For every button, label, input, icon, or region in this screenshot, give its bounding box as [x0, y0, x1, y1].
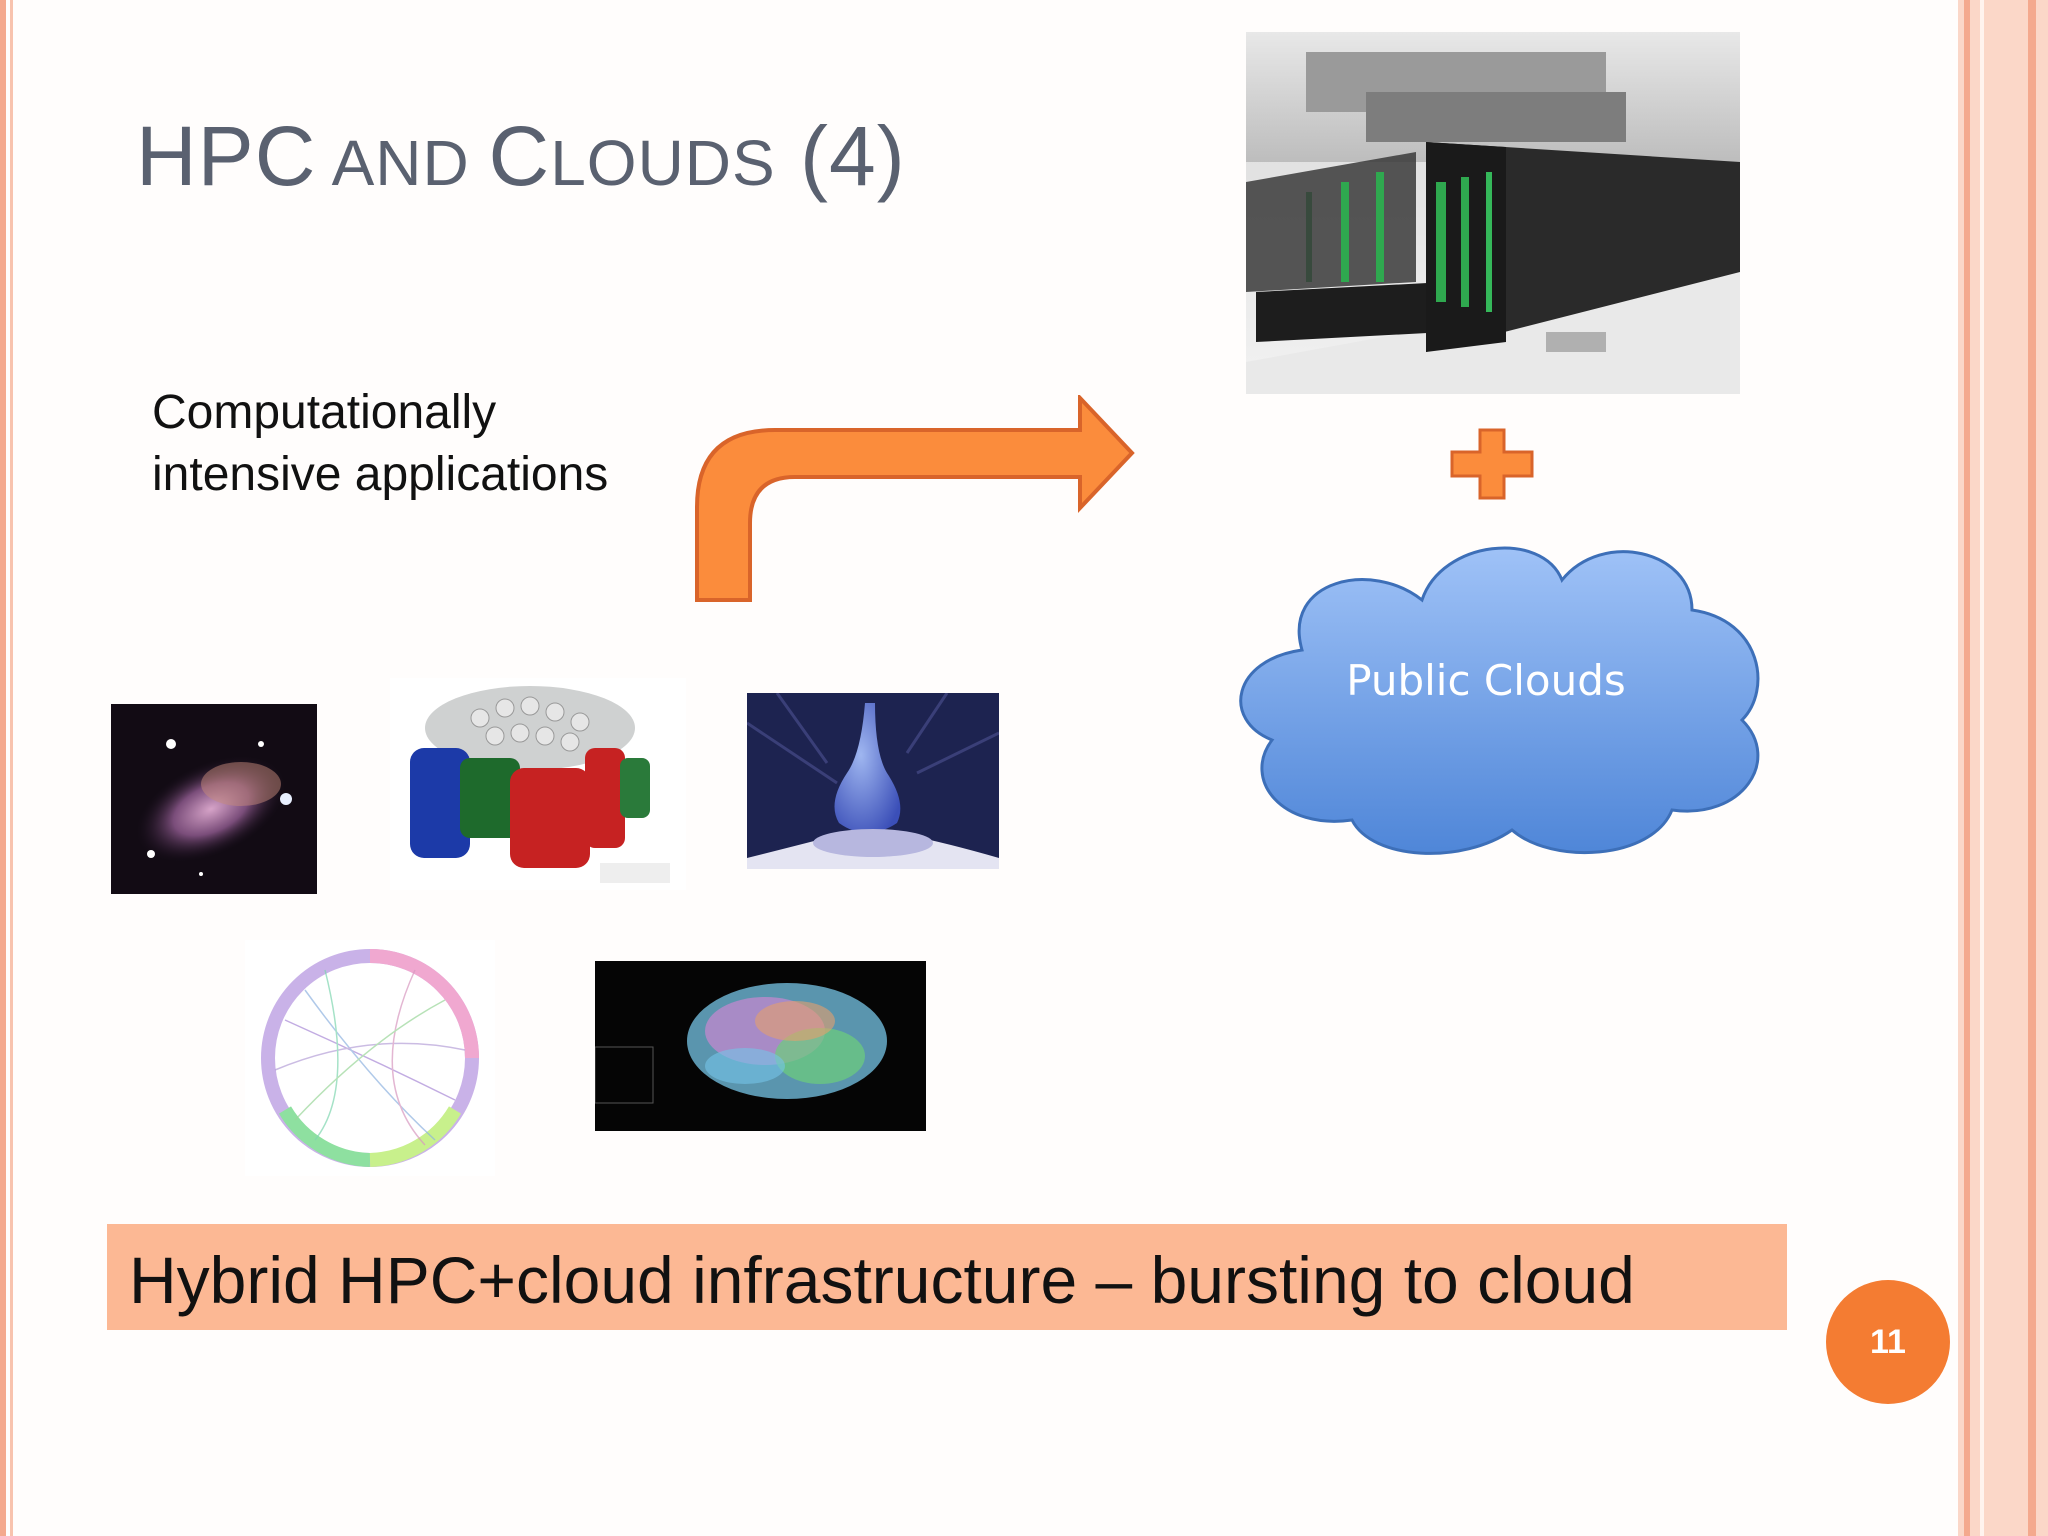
title-part: AND — [316, 127, 489, 199]
right-border-line-outer — [2028, 0, 2036, 1536]
server-room-photo — [1246, 32, 1740, 394]
right-border-line — [1964, 0, 1970, 1536]
page-number-badge: 11 — [1826, 1280, 1950, 1404]
cloud-icon — [1239, 546, 1760, 855]
right-border-highlight — [1980, 0, 1984, 1536]
neuron-synapse-image — [747, 693, 999, 869]
body-line: intensive applications — [152, 448, 609, 501]
brain-tractography-image — [595, 961, 926, 1131]
plus-icon — [1450, 428, 1534, 500]
left-border-line — [0, 0, 6, 1536]
circular-network-graph-image — [245, 940, 495, 1176]
galaxy-image — [111, 704, 317, 894]
protein-structure-image — [390, 678, 686, 890]
left-border-line-inner — [10, 0, 13, 1536]
title-part: (4) — [775, 109, 906, 203]
body-line: Computationally — [152, 386, 497, 439]
cloud-label: Public Clouds — [1346, 656, 1626, 705]
banner-text: Hybrid HPC+cloud infrastructure – bursti… — [129, 1243, 1635, 1317]
arrow-bent-right-icon — [695, 395, 1135, 602]
slide-title: HPC AND CLOUDS (4) — [136, 108, 906, 205]
title-part: HPC — [136, 109, 317, 203]
title-part: LOUDS — [550, 127, 776, 199]
title-part: C — [488, 109, 551, 203]
conclusion-banner: Hybrid HPC+cloud infrastructure – bursti… — [107, 1224, 1787, 1330]
body-text: Computationally intensive applications — [152, 382, 608, 506]
